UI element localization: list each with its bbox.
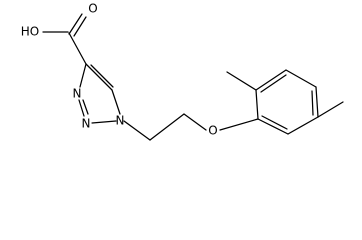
bond-c1-c2 [255,89,259,120]
bond-c-o-double-1 [68,13,83,35]
bond-n2-n1 [91,120,117,124]
bond-c4-c5 [85,63,113,91]
bond-n1-c5 [111,89,121,115]
dimethylphenyl-ring [219,69,344,135]
ethyl-linker [123,113,207,141]
bond-c6-c1-inner [261,115,288,130]
bond-ch2-o [183,113,207,131]
atom-label-triazole-n2: N [82,117,91,131]
bond-c5-c6 [287,116,319,135]
bond-c4-n3 [79,63,87,88]
atom-label-triazole-n1: N [116,114,125,128]
bond-c2-c3 [255,69,287,91]
bond-c2-methyl [226,71,257,91]
bond-c-c4 [68,32,87,65]
bond-c-o-double-2 [73,16,87,37]
bond-n3-n2 [78,99,85,117]
atom-label-triazole-n3: N [73,87,82,101]
bond-c4-c5 [315,86,319,118]
atom-label-carbonyl-oxygen: O [88,2,97,16]
bond-o-c1 [219,118,259,131]
atom-label-ether-oxygen: O [208,124,217,138]
bond-c4-c5-inner [90,64,114,88]
bond-c5-methyl [317,101,344,118]
carboxylic-acid-group [42,13,87,65]
bond-c4-c5-inner [311,90,314,116]
bond-c3-c4 [285,69,317,88]
structural-formula: HO O N N N O [21,2,344,141]
bond-c6-c1 [257,118,289,135]
bond-c2-c3-inner [260,74,287,93]
bond-n3-n2-inner [82,99,89,115]
atom-label-hydroxyl: HO [21,25,39,39]
triazole-ring [78,63,121,124]
bond-ch2-ch2 [149,113,185,141]
bond-n1-ch2 [123,120,151,141]
